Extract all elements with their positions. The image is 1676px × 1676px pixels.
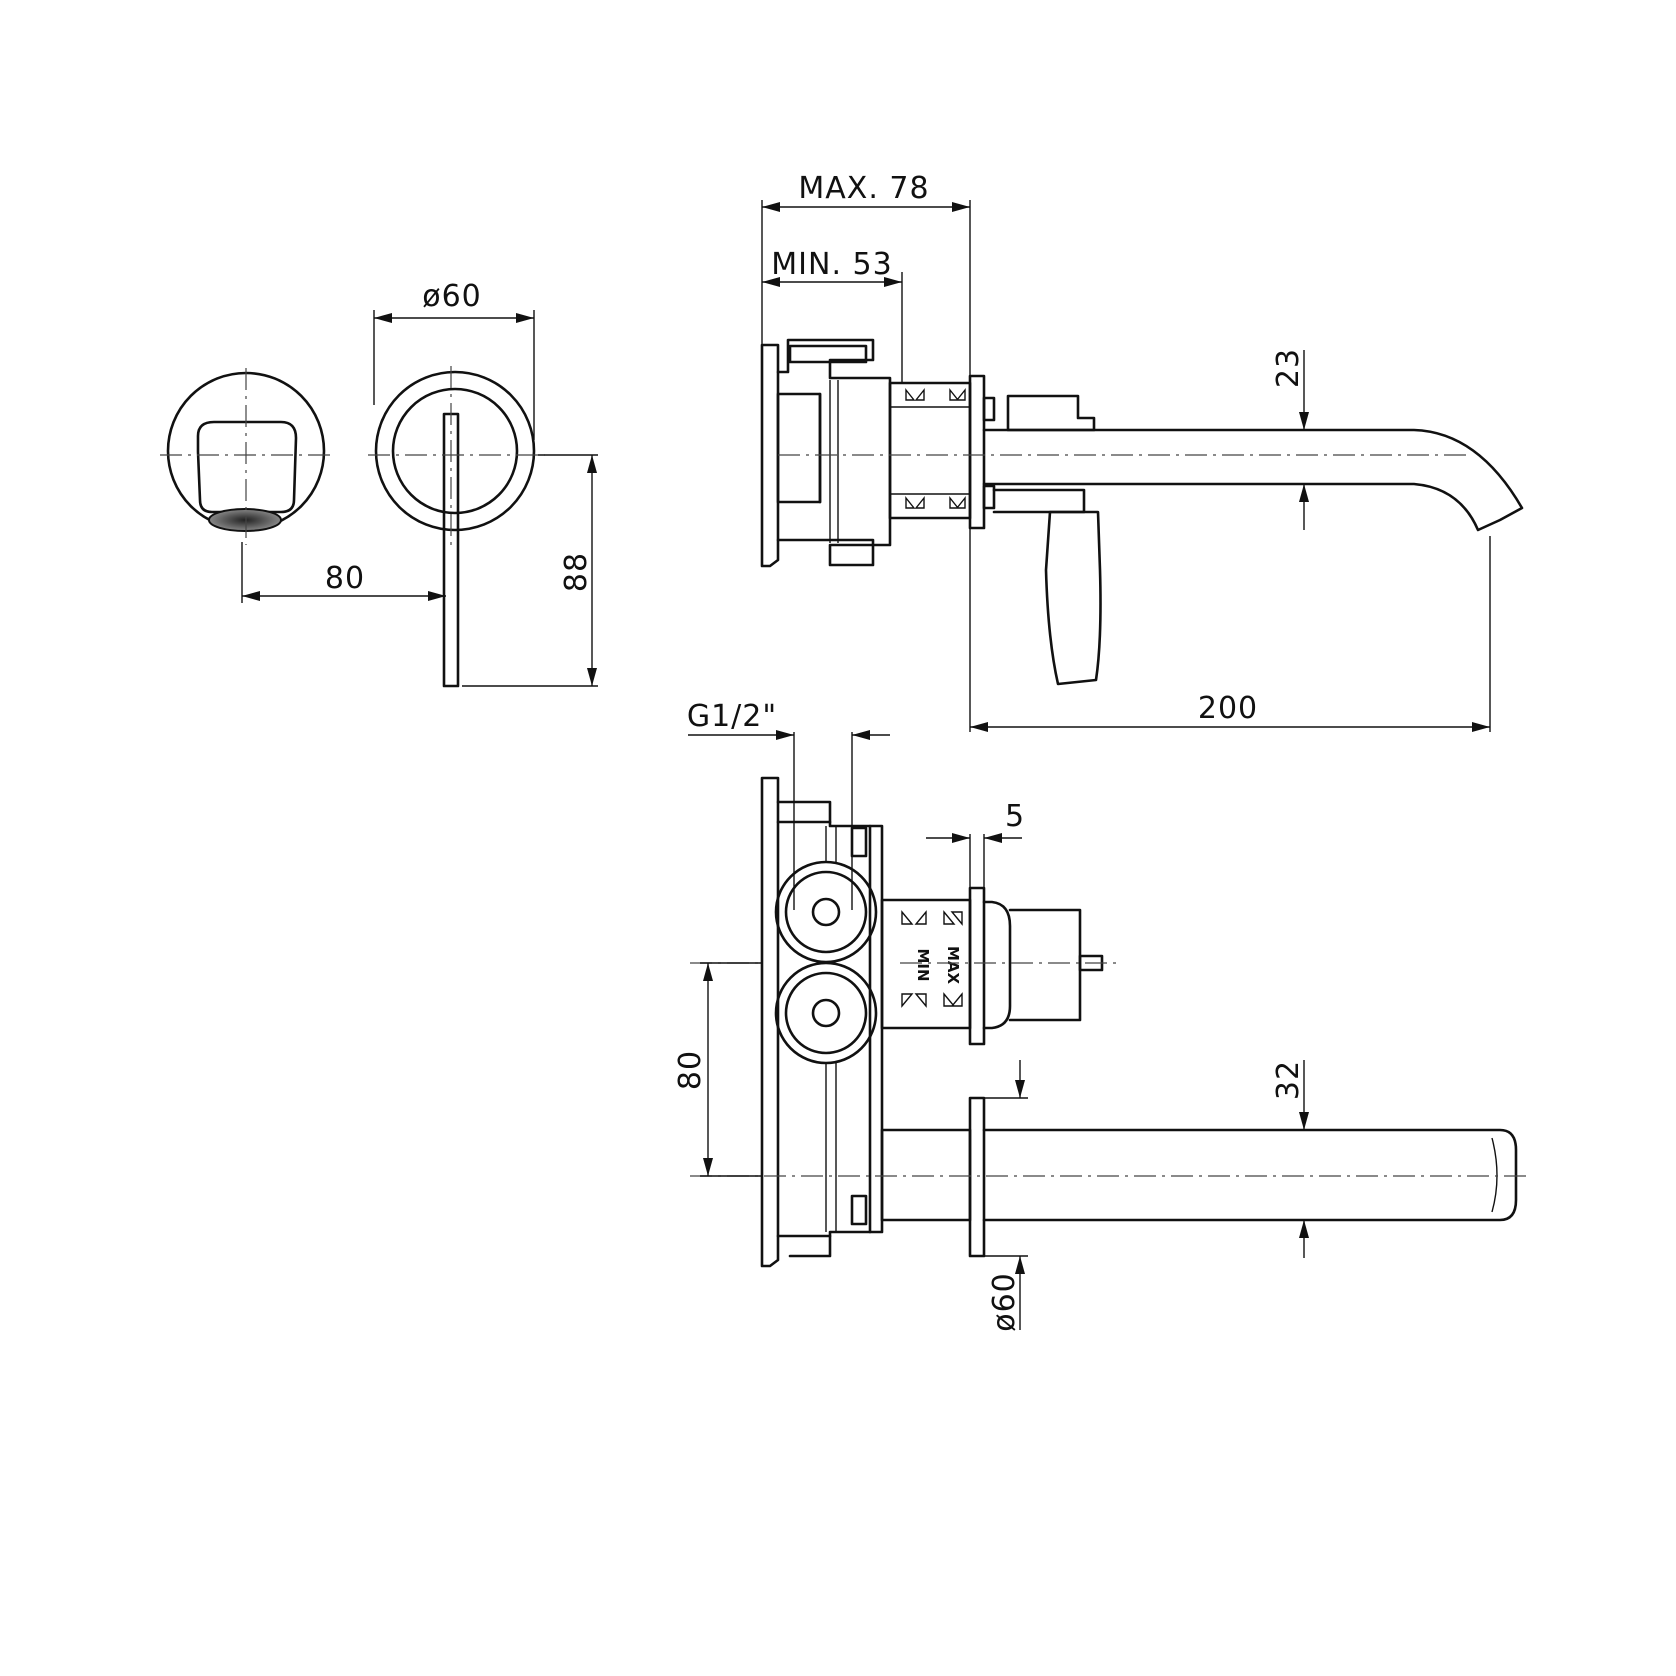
dim-spout-projection: 200: [1198, 691, 1258, 726]
spout-side: [982, 428, 1524, 532]
mixer-inner-ring: [391, 387, 519, 515]
dim-max-depth: MAX. 78: [798, 171, 929, 206]
side-view: MAX. 78 MIN. 53 23 200: [760, 171, 1524, 732]
wall-plate-side: [968, 374, 986, 530]
backbox-body: [776, 338, 892, 567]
spout-front-outline: [196, 420, 298, 514]
spout-plate-top: [968, 1096, 986, 1258]
mixer-wall-plate: [374, 370, 536, 532]
dim-lever-height: 88: [559, 552, 594, 592]
adjustment-sleeve: [888, 381, 972, 520]
dim-inlet-spacing: 80: [673, 1050, 708, 1090]
inlet-lower: [774, 961, 878, 1065]
backbox-flange-top: [760, 776, 780, 1268]
lever-side: [1044, 510, 1102, 686]
dim-min-depth: MIN. 53: [771, 247, 892, 282]
front-view: ø60 80 88: [160, 279, 598, 688]
dim-inlet-thread: G1/2": [687, 699, 777, 734]
handle-body-top: [982, 900, 1082, 1030]
dim-plate-thickness: 5: [1005, 799, 1025, 834]
marking-max: MAX: [944, 946, 962, 985]
spout-top: [982, 1128, 1518, 1222]
top-view: MIN MAX G1/2" 5: [673, 699, 1530, 1332]
dim-spout-thickness: 32: [1271, 1060, 1306, 1100]
mixer-body: [1006, 394, 1096, 432]
dim-spout-distance: 80: [325, 561, 365, 596]
dim-spout-plate-diameter: ø60: [987, 1272, 1022, 1332]
inlet-upper: [774, 860, 878, 964]
dim-outlet-drop: 23: [1271, 348, 1306, 388]
aerator: [208, 508, 282, 532]
backbox-flange: [760, 343, 780, 568]
backbox-body-top: [776, 800, 884, 1258]
wall-plate-top: [968, 886, 986, 1046]
dim-plate-diameter: ø60: [422, 279, 482, 314]
marking-min: MIN: [914, 948, 932, 981]
